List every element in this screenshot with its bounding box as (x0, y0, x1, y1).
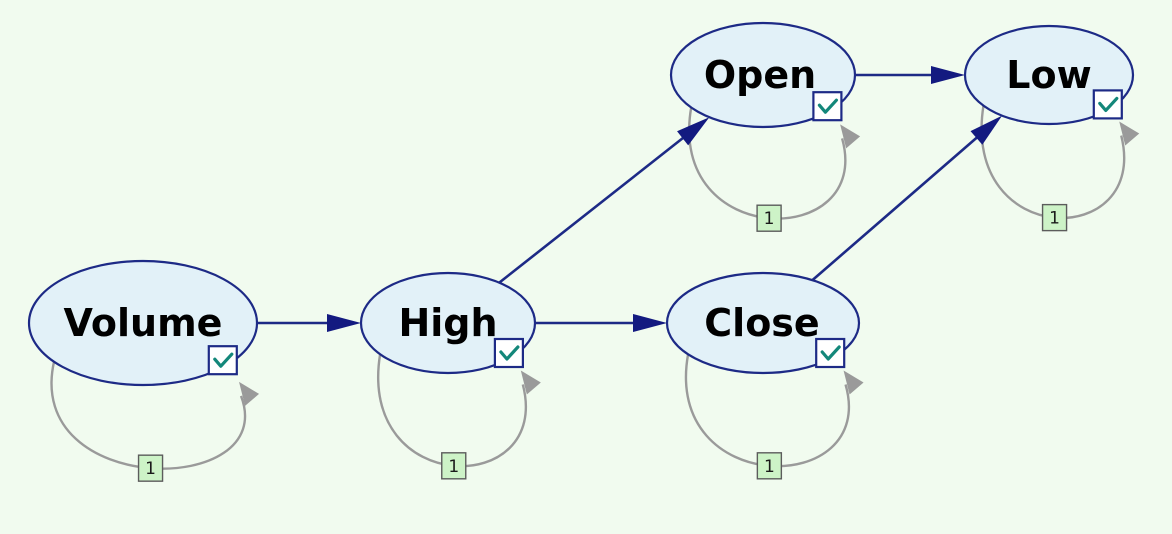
loop-badge-close[interactable]: 1 (756, 452, 783, 480)
node-close-ellipse[interactable] (665, 271, 861, 375)
checkmark-icon (213, 352, 234, 368)
loop-badge-label: 1 (764, 457, 775, 477)
node-checkbox-high[interactable] (493, 337, 524, 369)
node-low-ellipse[interactable] (963, 24, 1135, 126)
node-checkbox-open[interactable] (812, 91, 843, 122)
edge-arrowhead-high-to-open (677, 117, 710, 146)
node-checkbox-low[interactable] (1092, 89, 1123, 120)
checkbox-box[interactable] (812, 91, 843, 122)
loop-badge-low[interactable]: 1 (1041, 203, 1068, 232)
self-loop-arrowhead-low (1119, 121, 1140, 146)
node-volume-ellipse[interactable] (27, 259, 259, 387)
node-high-ellipse[interactable] (359, 271, 537, 375)
checkmark-icon (817, 98, 839, 114)
loop-badge-box[interactable] (1041, 203, 1068, 232)
checkbox-box[interactable] (1092, 89, 1123, 120)
loop-badge-label: 1 (145, 459, 156, 479)
node-close-label: Close (704, 301, 819, 345)
loop-badge-label: 1 (764, 209, 775, 229)
node-close[interactable]: Close (665, 271, 861, 375)
node-volume-label: Volume (64, 301, 223, 345)
checkmark-icon (1098, 96, 1119, 113)
node-checkbox-close[interactable] (815, 337, 846, 369)
checkbox-box[interactable] (815, 337, 846, 369)
node-checkbox-volume[interactable] (207, 345, 238, 376)
loop-badge-open[interactable]: 1 (756, 204, 782, 232)
checkbox-box[interactable] (493, 337, 524, 369)
node-high[interactable]: High (359, 271, 537, 375)
loop-badge-label: 1 (448, 457, 459, 477)
node-volume[interactable]: Volume (27, 259, 259, 387)
edge-arrowhead-volume-to-high (327, 314, 361, 332)
loop-badge-volume[interactable]: 1 (137, 454, 164, 482)
self-loops: 1 1 1 1 1 (50, 105, 1140, 482)
node-open[interactable]: Open (669, 21, 857, 129)
checkbox-box[interactable] (207, 345, 238, 376)
node-open-label: Open (704, 53, 816, 97)
loop-badge-high[interactable]: 1 (441, 452, 467, 480)
edge-arrowhead-open-to-low (931, 66, 965, 84)
node-low[interactable]: Low (963, 24, 1135, 126)
self-loop-arrowhead-volume (239, 381, 260, 406)
loop-badge-box[interactable] (137, 454, 164, 482)
self-loop-arrowhead-close (843, 370, 864, 395)
edge-high-to-open (498, 136, 686, 284)
nodes: Volume High Open Close Low (27, 21, 1135, 387)
edge-arrowhead-close-to-low (970, 115, 1003, 145)
edges (257, 66, 1003, 332)
edge-close-to-low (811, 135, 979, 282)
node-high-label: High (398, 301, 497, 345)
checkmark-icon (499, 345, 520, 361)
self-loop-arrowhead-high (520, 370, 541, 395)
loop-badge-box[interactable] (441, 452, 467, 480)
node-open-ellipse[interactable] (669, 21, 857, 129)
loop-badge-box[interactable] (756, 452, 783, 480)
edge-arrowhead-high-to-close (633, 314, 667, 332)
loop-badge-label: 1 (1049, 209, 1060, 229)
checkmark-icon (820, 345, 841, 361)
node-low-label: Low (1006, 53, 1091, 97)
node-controls (207, 89, 1123, 376)
loop-badge-box[interactable] (756, 204, 782, 232)
self-loop-arrowhead-open (840, 124, 861, 149)
